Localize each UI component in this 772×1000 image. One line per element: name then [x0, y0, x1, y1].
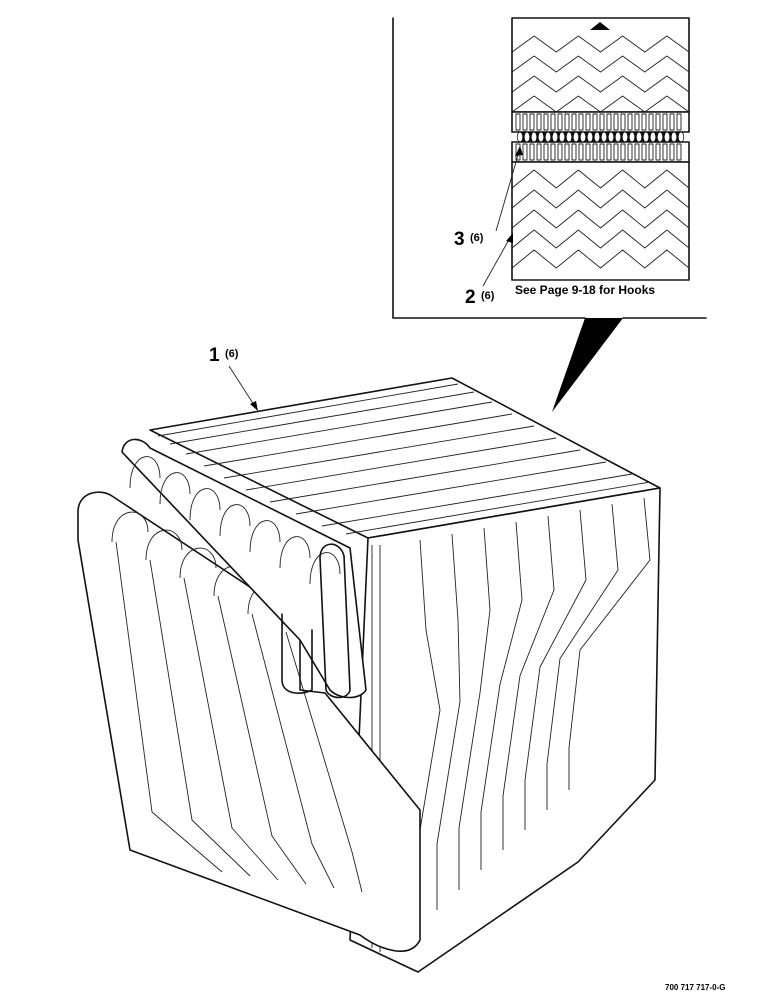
- callout-2-quantity: (6): [481, 290, 495, 302]
- callout-2-number: 2: [465, 287, 476, 308]
- direction-arrow-icon: [590, 22, 610, 30]
- callout-1-leader: [228, 365, 257, 409]
- belt-roll-front-face: [349, 487, 661, 973]
- callout-3-number: 3: [454, 229, 465, 250]
- callout-1-number: 1: [209, 345, 220, 366]
- inset-frame: [392, 17, 586, 319]
- hooks-reference-note: See Page 9-18 for Hooks: [515, 283, 655, 297]
- callout-3: 3 (6): [454, 146, 523, 250]
- callout-3-quantity: (6): [470, 232, 484, 244]
- belt-lacing-lower: [511, 141, 690, 163]
- callout-2-leader: [482, 235, 512, 287]
- figure-id: 700 717 717-0-G: [665, 983, 726, 992]
- callout-1-quantity: (6): [225, 348, 239, 360]
- callout-3-leader: [495, 147, 521, 232]
- detail-inset: See Page 9-18 for Hooks 3 (6) 2 (6): [392, 17, 707, 412]
- inset-pointer: [552, 318, 623, 412]
- belt-section-lower: [511, 161, 690, 281]
- belt-chevron-pattern-lower: [511, 169, 690, 269]
- belt-roll-back-loops: [121, 438, 367, 699]
- belt-roll-assembly: 1 (6): [77, 345, 661, 973]
- callout-1: 1 (6): [209, 345, 258, 411]
- belt-lacing-upper: [511, 111, 690, 133]
- splice-hinge-pin: [518, 132, 683, 142]
- belt-section-upper: [511, 17, 690, 113]
- callout-2: 2 (6): [465, 233, 513, 308]
